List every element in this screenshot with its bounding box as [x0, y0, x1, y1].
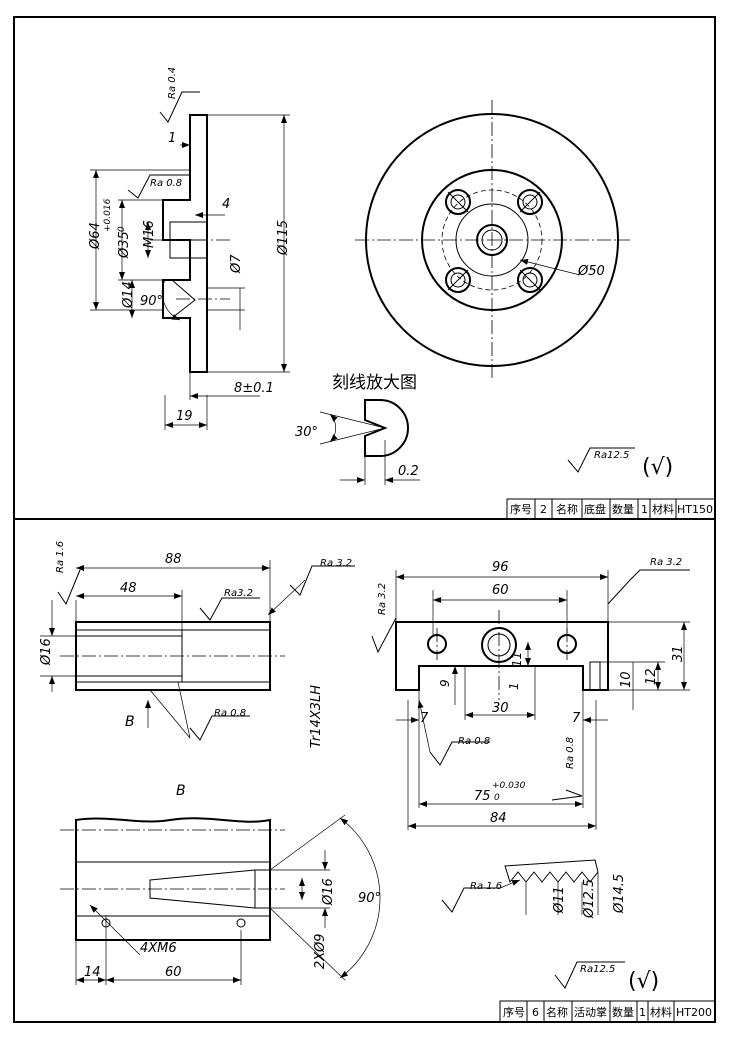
tb-lower-0: 序号 — [503, 1005, 525, 1019]
dim-60-block: 60 — [492, 583, 509, 598]
dim-angle90-bview: 90° — [358, 891, 381, 906]
tb-upper-6: 材料 — [652, 502, 674, 516]
dim-8-label: 8±0.1 — [234, 381, 274, 396]
ra-3-2-block-left: Ra 3.2 — [377, 583, 388, 615]
dim-60-bview: 60 — [165, 965, 182, 980]
tb-lower-1: 6 — [532, 1006, 539, 1019]
check-lower: (√) — [628, 969, 659, 994]
dim-0-2-label: 0.2 — [398, 464, 419, 479]
tb-upper-0: 序号 — [510, 502, 532, 516]
dim-angle90-label: 90° — [140, 294, 163, 309]
dim-d7-label: Ø7 — [229, 254, 244, 274]
dim-84-label: 84 — [490, 811, 507, 826]
dim-4xm6-label: 4XM6 — [140, 941, 177, 956]
tube-section-view — [40, 560, 355, 741]
roughness-symbol-upper — [567, 447, 635, 473]
dim-14-label: 14 — [84, 965, 101, 980]
dim-30-label: 30 — [492, 701, 509, 716]
dim-d16-tube: Ø16 — [39, 638, 54, 666]
dim-d14-5-label: Ø14.5 — [612, 874, 627, 914]
ra-0-8-label: Ra 0.8 — [150, 178, 182, 189]
dim-88-label: 88 — [165, 552, 182, 567]
dim-30deg-label: 30° — [295, 425, 318, 440]
tb-upper-1: 2 — [540, 503, 547, 516]
base-plate-front-view — [355, 100, 630, 380]
dim-19-label: 19 — [176, 409, 193, 424]
dim-75-label: 75 — [474, 789, 491, 804]
check-upper: (√) — [642, 455, 673, 480]
ra-3-2-block-top: Ra 3.2 — [650, 557, 682, 568]
tb-lower-4: 数量 — [612, 1006, 634, 1019]
section-b-view — [60, 814, 381, 985]
view-b-arrow-label: B — [125, 714, 135, 730]
engraving-detail-view — [319, 399, 420, 485]
tb-lower-7: HT200 — [676, 1006, 712, 1019]
ra-1-6-knurl: Ra 1.6 — [470, 881, 502, 892]
dim-1-label: 1 — [168, 131, 176, 146]
ra-0-4-label: Ra 0.4 — [167, 67, 178, 99]
ra-1-6-tube: Ra 1.6 — [55, 541, 66, 573]
ra-12-5-lower: Ra12.5 — [580, 964, 615, 975]
dim-12-label: 12 — [644, 668, 659, 685]
ra-3-2-tube-right: Ra 3.2 — [320, 558, 352, 569]
dim-m16-label: M16 — [142, 220, 157, 248]
ra3-2-tube-mid: Ra3.2 — [224, 588, 253, 599]
lower-frame — [13, 518, 716, 1023]
dim-2xd9-label: 2XØ9 — [313, 934, 328, 969]
dim-d64-label: Ø64 — [88, 222, 103, 250]
tb-upper-2: 名称 — [556, 502, 578, 516]
dim-d115-label: Ø115 — [276, 220, 291, 256]
ra-0-8-block-vert: Ra 0.8 — [565, 737, 576, 769]
tb-lower-3: 活动掌 — [574, 1005, 607, 1019]
dim-d16-bview: Ø16 — [321, 878, 336, 906]
dim-96-label: 96 — [492, 560, 509, 575]
dim-d12-5-label: Ø12.5 — [582, 879, 597, 919]
dim-31-label: 31 — [671, 645, 686, 662]
ra-12-5-upper: Ra12.5 — [594, 450, 629, 461]
ra-0-8-tube: Ra 0.8 — [214, 708, 246, 719]
dim-9-label: 9 — [438, 679, 452, 687]
dim-10-label: 10 — [619, 671, 634, 688]
tb-lower-5: 1 — [639, 1006, 646, 1019]
dim-d35-tol-lo: 0 — [117, 226, 127, 232]
dim-75-tol-up: +0.030 — [492, 781, 526, 791]
tb-upper-7: HT150 — [677, 503, 713, 516]
base-plate-section-view — [90, 91, 290, 430]
roughness-symbol-lower — [554, 961, 625, 989]
tb-lower-2: 名称 — [546, 1005, 568, 1019]
block-front-view — [371, 569, 690, 830]
dim-75-tol-lo: 0 — [494, 793, 500, 803]
dim-d35-tol-up: +0.016 — [103, 198, 113, 232]
dim-1-block: 1 — [507, 682, 521, 690]
dim-4-label: 4 — [222, 197, 230, 212]
dim-d11-label: Ø11 — [552, 886, 567, 914]
dim-11-label: 11 — [510, 652, 524, 667]
section-b-label: B — [176, 783, 186, 799]
tb-upper-5: 1 — [641, 503, 648, 516]
ra-0-8-block: Ra 0.8 — [458, 736, 490, 747]
tb-upper-3: 底盘 — [584, 502, 606, 516]
tb-lower-6: 材料 — [650, 1005, 672, 1019]
dim-d35-label: Ø35 — [117, 231, 132, 259]
dim-7-right: 7 — [572, 711, 581, 726]
dim-d50-label: Ø50 — [577, 264, 605, 279]
tb-upper-4: 数量 — [612, 503, 634, 516]
dim-d14-label: Ø14 — [121, 281, 136, 309]
title-block-upper — [506, 498, 716, 520]
thread-label: Tr14X3LH — [309, 685, 324, 748]
dim-48-label: 48 — [120, 581, 137, 596]
knurl-detail-view — [441, 859, 599, 915]
title-block-lower — [499, 1000, 716, 1023]
detail-title: 刻线放大图 — [332, 373, 417, 393]
dim-7-left: 7 — [420, 711, 429, 726]
